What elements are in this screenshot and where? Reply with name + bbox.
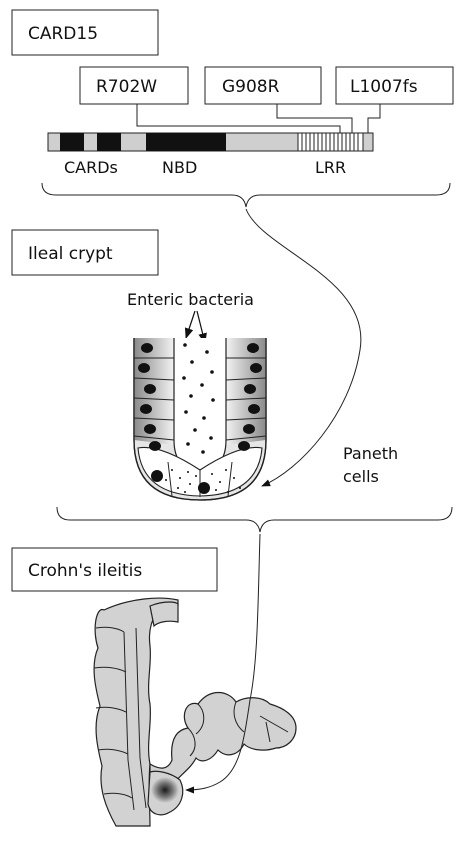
bacteria-arrow-left (186, 311, 195, 338)
card15-brace (42, 183, 450, 207)
nbd-domain-block (146, 133, 226, 151)
domain-label-cards: CARDs (64, 158, 118, 177)
inflammation-spot (151, 777, 179, 803)
domain-label-nbd: NBD (162, 158, 197, 177)
mutation-label-g908r: G908R (222, 77, 280, 97)
card15-section: CARD15 R702W G908R L1007fs CARDs NBD LRR (12, 10, 453, 207)
card15-domain-bar (48, 133, 373, 151)
crypt-title: Ileal crypt (28, 244, 113, 264)
crypt-brace (57, 507, 452, 532)
paneth-label-line1: Paneth (343, 444, 398, 463)
ileitis-title: Crohn's ileitis (28, 561, 142, 581)
bacteria-label: Enteric bacteria (127, 290, 254, 309)
paneth-label-line2: cells (343, 467, 379, 486)
mutation-label-l1007fs: L1007fs (350, 77, 418, 97)
connector-l1007fs (368, 104, 380, 133)
mutation-label-r702w: R702W (96, 77, 157, 97)
intestine-illustration (94, 598, 296, 826)
card15-title: CARD15 (28, 24, 98, 44)
lrr-domain-hatch (298, 133, 363, 151)
domain-label-lrr: LRR (315, 158, 346, 177)
crypt-section: Ileal crypt Enteric bacteria (12, 209, 452, 532)
card-domain-block-2 (97, 133, 121, 151)
ileitis-section: Crohn's ileitis (12, 534, 296, 826)
connector-g908r (277, 104, 352, 133)
crypt-lumen (174, 338, 226, 470)
card-domain-block-1 (60, 133, 84, 151)
crypt-illustration (134, 338, 266, 500)
